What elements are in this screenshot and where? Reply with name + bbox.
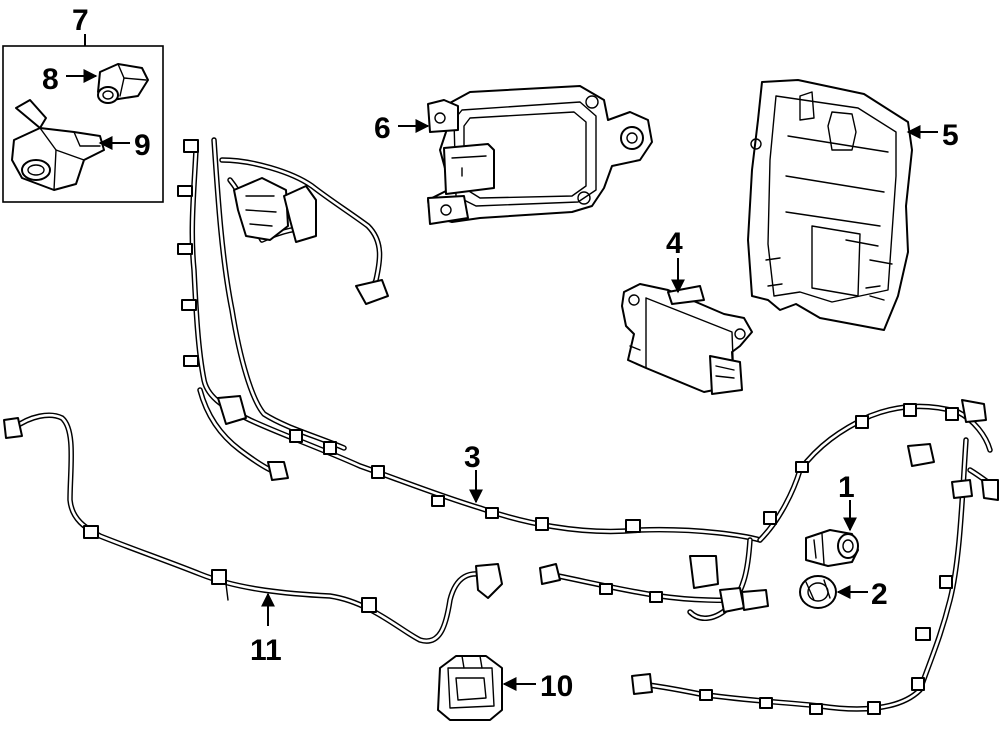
camera-bracket-part <box>11 99 105 191</box>
callout-11: 11 <box>250 634 282 667</box>
callout-2: 2 <box>871 578 888 611</box>
callout-8: 8 <box>42 63 59 96</box>
camera-module-part <box>97 63 149 104</box>
callout-10: 10 <box>540 670 573 703</box>
front-harness-11-part <box>3 412 503 644</box>
callout-5: 5 <box>942 119 959 152</box>
module-6-part <box>427 85 653 225</box>
main-harness-3-part <box>177 137 993 621</box>
callout-9: 9 <box>134 129 151 162</box>
callout-6: 6 <box>374 112 391 145</box>
sensor-1-part <box>805 529 859 567</box>
control-module-4-part <box>621 283 753 395</box>
callout-7: 7 <box>72 4 89 37</box>
rear-harness-branch <box>631 437 999 715</box>
retainer-2-part <box>799 575 837 609</box>
callout-4: 4 <box>666 227 683 260</box>
connector-block-10-part <box>437 655 503 721</box>
callout-3: 3 <box>464 441 481 474</box>
callout-1: 1 <box>838 471 855 504</box>
bracket-plate-5-part <box>747 79 913 331</box>
camera-inset-box: 7 8 9 <box>2 4 164 203</box>
